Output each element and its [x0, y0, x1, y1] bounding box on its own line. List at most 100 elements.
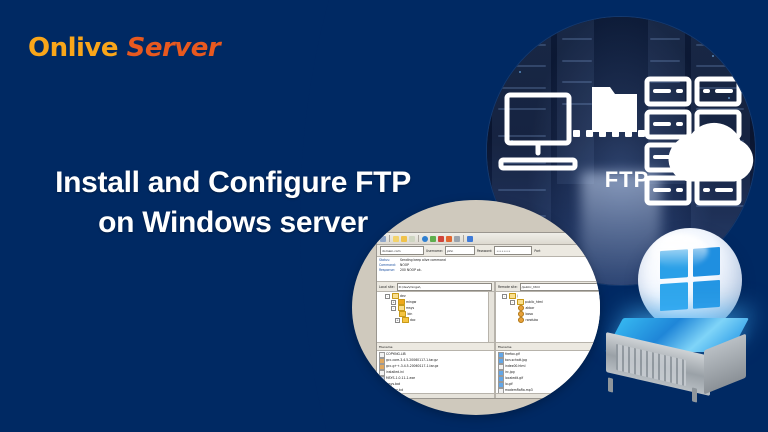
brand-logo-word-onlive: Onlive [28, 33, 119, 63]
file-icon [498, 376, 504, 382]
tree-label: public_html [525, 300, 543, 304]
globe-icon [518, 311, 524, 317]
file-name: msys.bat [386, 382, 401, 387]
rack-mid-left [556, 17, 595, 185]
file-icon [379, 382, 385, 388]
folder-icon [401, 317, 409, 323]
server-hardware-illustration [600, 310, 754, 403]
ftp-label: FTP [604, 167, 650, 192]
remote-list-body[interactable]: firefox.gif kon-schatt.jpg index00.html … [496, 351, 600, 393]
local-tree-scrollbar[interactable] [488, 292, 494, 342]
log-text: Sending keep alive command [400, 258, 446, 262]
local-file-list[interactable]: Filename COPYING.LIB gcc-core-3.4.5-2006… [377, 343, 496, 398]
remote-list-header[interactable]: Filename [496, 343, 600, 351]
file-row: COPYING.LIB [379, 352, 492, 358]
folder-icon [508, 293, 516, 299]
file-name: readme.txt [386, 388, 404, 393]
remote-tree[interactable]: -/ - public_html akbar bosa ronduko [496, 292, 600, 342]
remote-site-path[interactable]: /public_html [519, 282, 600, 291]
local-site-bar[interactable]: Local site: D:\dev\mingw\ [377, 282, 494, 292]
file-icon [498, 358, 504, 364]
tree-label: ronduko [525, 318, 539, 322]
username-input[interactable]: john [444, 246, 475, 255]
expander-icon[interactable]: + [395, 317, 400, 323]
ftp-diagram-svg [498, 76, 754, 206]
file-name: modemRaRa.mp3 [505, 388, 533, 393]
ftp-tree-panes: Local site: D:\dev\mingw\ -dev +mingw -m… [377, 282, 600, 343]
tree-label: bosa [525, 312, 533, 316]
brand-logo[interactable]: Onlive Server [28, 33, 221, 63]
file-name: COPYING.LIB [386, 352, 406, 357]
cancel-icon[interactable] [438, 235, 444, 242]
expander-icon[interactable]: - [502, 293, 507, 299]
tree-item: -/ [498, 293, 600, 299]
tree-item: +doc [379, 317, 492, 323]
file-icon [379, 352, 385, 358]
transfer-queue-icon[interactable] [430, 235, 436, 242]
compare-icon[interactable] [467, 235, 473, 242]
tree-label: bin [407, 312, 413, 316]
log-row: Command: NOOP [379, 263, 600, 268]
tree-label: msys [406, 306, 415, 310]
port-label: Port [534, 248, 541, 253]
file-row: kon-schatt.jpg [498, 358, 600, 364]
ftp-log-panel: Status: Sending keep alive command Comma… [377, 257, 600, 282]
ftp-toolbar[interactable] [377, 233, 600, 245]
password-input[interactable]: •••••••• [494, 246, 533, 255]
remote-file-list[interactable]: Filename firefox.gif kon-schatt.jpg inde… [496, 343, 600, 398]
local-list-hscrollbar[interactable] [377, 393, 494, 398]
username-label: Username: [426, 248, 443, 253]
edit-file-icon[interactable] [401, 235, 407, 242]
ftp-connection-bar[interactable]: domain.com Username: john Password: ••••… [377, 245, 600, 257]
file-icon [379, 370, 385, 376]
log-row: Response: 200 NOOP ok. [379, 268, 600, 273]
expander-icon[interactable]: - [510, 299, 515, 305]
remote-site-bar[interactable]: Remote site: /public_html [496, 282, 600, 292]
tree-item: bin [379, 311, 492, 317]
tree-label: akbar [525, 306, 535, 310]
file-row: msys.bat [379, 382, 492, 388]
host-input[interactable]: domain.com [380, 246, 424, 255]
file-row: gcc-g++-3.4.5-20060117-1.tar.gz [379, 364, 492, 370]
dotted-connection-line [573, 130, 645, 137]
tree-item: - public_html [498, 299, 600, 305]
remote-list-hscrollbar[interactable] [496, 393, 600, 398]
file-row: irc.jpg [498, 370, 600, 376]
expander-icon[interactable]: - [385, 293, 390, 299]
expander-icon[interactable]: + [391, 299, 396, 305]
open-file-icon[interactable] [393, 235, 399, 242]
file-row: gcc-core-3.4.5-20060117-1.tar.gz [379, 358, 492, 364]
file-row: lo.gif [498, 382, 600, 388]
file-icon [379, 364, 385, 370]
log-key: Response: [379, 268, 395, 272]
log-key: Command: [379, 263, 396, 267]
file-name: firefox.gif [505, 352, 520, 357]
refresh-icon[interactable] [422, 235, 428, 242]
expander-icon[interactable]: - [391, 305, 396, 311]
folder-icon [391, 293, 399, 299]
desktop-computer-icon [498, 92, 578, 171]
local-tree[interactable]: -dev +mingw -msys bin +doc [377, 292, 494, 342]
local-site-path[interactable]: D:\dev\mingw\ [396, 282, 492, 291]
file-name: localedit.gif [505, 376, 524, 381]
ftp-file-lists: Filename COPYING.LIB gcc-core-3.4.5-2006… [377, 343, 600, 398]
local-list-header[interactable]: Filename [377, 343, 494, 351]
tree-item: +mingw [379, 299, 492, 305]
disconnect-icon[interactable] [446, 235, 452, 242]
file-row: installed.ini [379, 370, 492, 376]
settings-icon[interactable] [454, 235, 460, 242]
local-list-body[interactable]: COPYING.LIB gcc-core-3.4.5-20060117-1.ta… [377, 351, 494, 393]
file-name: kon-schatt.jpg [505, 358, 528, 363]
log-text: NOOP [400, 263, 410, 267]
file-icon [498, 382, 504, 388]
file-row: firefox.gif [498, 352, 600, 358]
site-manager-icon[interactable] [380, 235, 386, 242]
globe-icon [518, 317, 524, 323]
file-icon [498, 388, 504, 393]
filter-icon[interactable] [409, 235, 415, 242]
file-row: MSYS-1.0.11-1.exe [379, 376, 492, 382]
file-name: installed.ini [386, 370, 404, 375]
remote-site-label: Remote site: [498, 284, 518, 289]
password-label: Password: [476, 248, 493, 253]
